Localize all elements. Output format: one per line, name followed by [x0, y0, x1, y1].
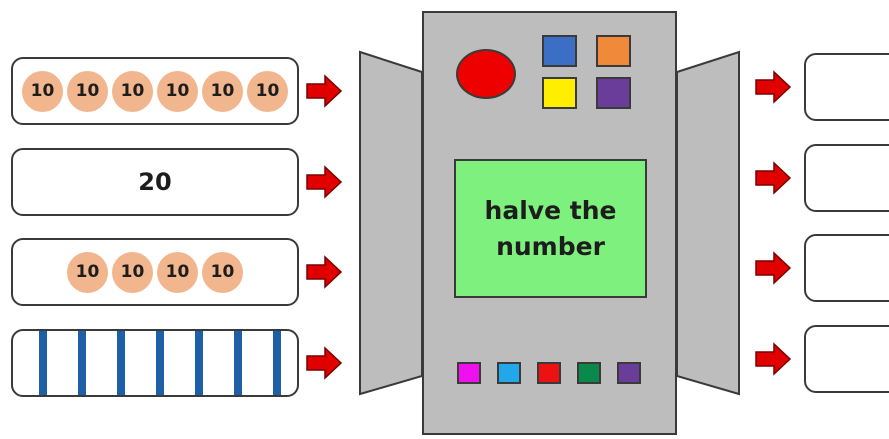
- output-box-4[interactable]: [804, 325, 889, 393]
- cyan-button: [497, 362, 521, 384]
- purple-small-button: [617, 362, 641, 384]
- right-arrow-icon: [755, 161, 792, 195]
- orange-button: [596, 35, 631, 67]
- output-box-3[interactable]: [804, 234, 889, 302]
- instruction-screen: halve the number: [454, 159, 647, 298]
- ten-counter: 10: [157, 70, 198, 112]
- purple-button: [596, 77, 631, 109]
- magenta-button: [457, 362, 481, 384]
- left-funnel-icon: [359, 50, 423, 396]
- yellow-button: [542, 77, 577, 109]
- ten-counter: 10: [157, 251, 198, 293]
- ten-counter: 10: [22, 70, 63, 112]
- ten-counter: 10: [67, 251, 108, 293]
- ten-rod: [117, 331, 125, 395]
- input-number: 20: [138, 168, 172, 196]
- red-small-button: [537, 362, 561, 384]
- ten-counter: 10: [202, 251, 243, 293]
- input-box-4: [11, 329, 299, 397]
- ten-counter: 10: [247, 70, 288, 112]
- right-arrow-icon: [755, 251, 792, 285]
- right-arrow-icon: [755, 70, 792, 104]
- right-arrow-icon: [306, 74, 343, 108]
- function-machine: halve the number: [422, 11, 677, 435]
- right-arrow-icon: [306, 165, 343, 199]
- red-button: [456, 49, 516, 99]
- ten-counter: 10: [202, 70, 243, 112]
- right-arrow-icon: [306, 346, 343, 380]
- counters-group: 10 10 10 10 10 10: [20, 70, 290, 112]
- ten-rods-group: [13, 331, 297, 395]
- ten-counter: 10: [112, 70, 153, 112]
- counters-group: 10 10 10 10: [65, 251, 245, 293]
- right-funnel-icon: [676, 50, 740, 396]
- input-box-1: 10 10 10 10 10 10: [11, 57, 299, 125]
- input-box-3: 10 10 10 10: [11, 238, 299, 306]
- ten-rod: [156, 331, 164, 395]
- instruction-text: halve the number: [484, 195, 617, 261]
- blue-button: [542, 35, 577, 67]
- green-button: [577, 362, 601, 384]
- ten-rod: [78, 331, 86, 395]
- output-box-2[interactable]: [804, 144, 889, 212]
- right-arrow-icon: [306, 255, 343, 289]
- ten-counter: 10: [67, 70, 108, 112]
- ten-rod: [195, 331, 203, 395]
- right-arrow-icon: [755, 342, 792, 376]
- ten-rod: [39, 331, 47, 395]
- output-box-1[interactable]: [804, 53, 889, 121]
- ten-rod: [234, 331, 242, 395]
- input-box-2: 20: [11, 148, 299, 216]
- ten-rod: [273, 331, 281, 395]
- ten-counter: 10: [112, 251, 153, 293]
